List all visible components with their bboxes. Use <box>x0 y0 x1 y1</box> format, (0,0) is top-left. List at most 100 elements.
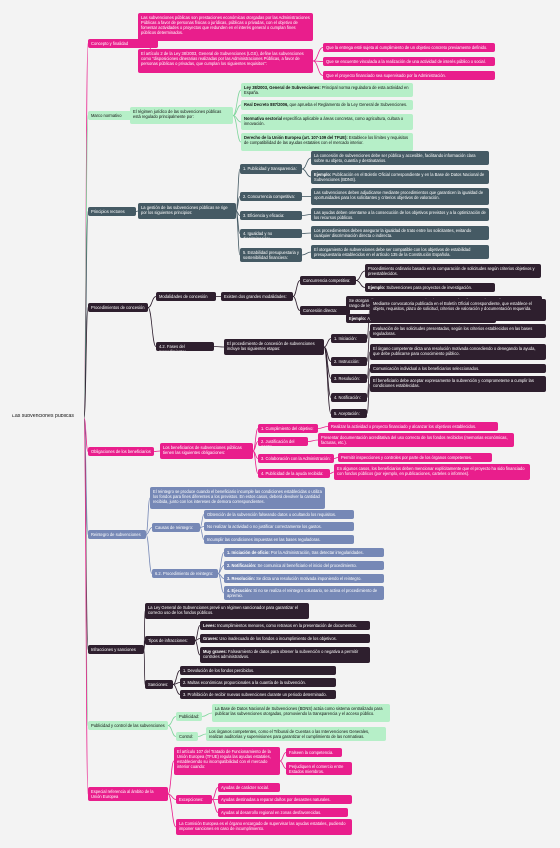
causas-reintegro[interactable]: Causas de reintegro: <box>152 523 200 532</box>
connector <box>366 351 371 379</box>
branch-procedimientos[interactable]: Procedimientos de concesión <box>88 303 148 312</box>
fase-1[interactable]: 1. Iniciación: <box>331 334 367 343</box>
reintegro-paso-2[interactable]: 2. Notificación: Se comunica al benefici… <box>224 561 384 570</box>
fase-2-detalle[interactable]: Evaluación de las solicitudes presentada… <box>370 324 546 338</box>
procedimiento-reintegro[interactable]: 6.2. Procedimiento de reintegro: <box>152 569 218 578</box>
marco-descripcion[interactable]: El régimen jurídico de las subvenciones … <box>130 107 233 124</box>
concurrencia-ejemplo[interactable]: Ejemplo: Subvenciones para proyectos de … <box>365 283 495 292</box>
connector <box>143 649 146 685</box>
obligacion-2-detalle[interactable]: Presentar documentación acreditativa del… <box>318 433 514 447</box>
connector <box>213 346 225 348</box>
fase-5-detalle[interactable]: El beneficiario debe aceptar expresament… <box>370 376 546 392</box>
fases-descripcion[interactable]: El procedimiento de concesión de subvenc… <box>224 339 324 355</box>
principio-1[interactable]: 1. Publicidad y transparencia: <box>240 164 302 174</box>
requisito-1[interactable]: Que la entrega esté sujeta al cumplimien… <box>323 43 495 52</box>
reintegro-paso-1[interactable]: 1. Iniciación de oficio: Por la Administ… <box>224 548 384 557</box>
connector <box>217 573 225 594</box>
principio-2-detalle-1[interactable]: Las subvenciones deben adjudicarse media… <box>311 188 489 205</box>
causa-1[interactable]: Obtención de la subvención falseando dat… <box>204 510 354 519</box>
concepto-articulo[interactable]: El artículo 2 de la Ley 38/2003, General… <box>138 49 313 73</box>
sancion-1[interactable]: 1. Devolución de los fondos percibidos. <box>180 666 336 675</box>
branch-publicidad-control[interactable]: Publicidad y control de las subvenciones <box>88 721 168 730</box>
publicidad[interactable]: Publicidad: <box>176 712 202 721</box>
fase-3[interactable]: 3. Resolución: <box>331 374 367 383</box>
principio-1-detalle-2[interactable]: Ejemplo: Publicación en el Boletín Ofici… <box>311 170 489 184</box>
modalidades-concesion[interactable]: Modalidades de concesión <box>156 292 216 301</box>
principio-5-detalle-1[interactable]: El otorgamiento de subvenciones debe ser… <box>311 245 489 259</box>
infraccion-3[interactable]: Muy graves: Falseamiento de datos para o… <box>200 647 370 663</box>
fase-2[interactable]: 2. Instrucción: <box>331 357 367 366</box>
sancion-3[interactable]: 3. Prohibición de recibir nuevas subvenc… <box>180 690 336 699</box>
fase-3-detalle[interactable]: El órgano competente dicta una resolució… <box>370 344 546 360</box>
connector <box>323 346 332 414</box>
branch-infracciones[interactable]: Infracciones y sanciones <box>88 645 144 654</box>
ue-condicion-2[interactable]: Perjudiquen el comercio entre Estados mi… <box>286 762 352 775</box>
fase-5[interactable]: 5. Aceptación: <box>331 409 367 418</box>
ue-excepciones[interactable]: Excepciones: <box>176 795 212 804</box>
reintegro-paso-3[interactable]: 3. Resolución: Se dicta una resolución m… <box>224 574 384 583</box>
infracciones-descripcion[interactable]: La Ley General de Subvenciones prevé un … <box>145 603 309 619</box>
fase-1-detalle[interactable]: Mediante convocatoria publicada en el Bo… <box>370 299 546 321</box>
causa-2[interactable]: No realizar la actividad o no justificar… <box>204 522 354 531</box>
root-title[interactable]: Las subvenciones públicas <box>12 414 75 419</box>
excepcion-3[interactable]: Ayudas al desarrollo regional en zonas d… <box>218 808 348 817</box>
requisito-2[interactable]: Que se encuentre vinculada a la realizac… <box>323 57 495 66</box>
branch-union-europea[interactable]: Especial referencia al ámbito de la Unió… <box>88 787 168 801</box>
connector <box>147 296 157 308</box>
sanciones[interactable]: Sanciones: <box>145 680 173 689</box>
norma-4[interactable]: Derecho de la Unión Europea (art. 107-10… <box>241 133 413 151</box>
fase-4-detalle[interactable]: Comunicación individual a los beneficiar… <box>370 364 546 373</box>
principio-3[interactable]: 3. Eficiencia y eficacia: <box>240 211 302 220</box>
concurrencia-detalle-1[interactable]: Procedimiento ordinario basado en la com… <box>365 264 541 278</box>
causa-3[interactable]: Incumplir las condiciones impuestas en l… <box>204 535 354 544</box>
modalidades-descripcion[interactable]: Existen dos grandes modalidades: <box>221 292 293 301</box>
norma-2[interactable]: Real Decreto 887/2006, que aprueba el Re… <box>241 100 413 110</box>
branch-marco[interactable]: Marco normativo <box>88 111 146 120</box>
branch-principios[interactable]: Principios rectores <box>88 207 136 216</box>
branch-reintegro[interactable]: Reintegro de subvenciones <box>88 530 146 539</box>
concesion-directa[interactable]: Concesión directa: <box>300 306 350 315</box>
connector <box>83 417 89 535</box>
control-detalle[interactable]: Los órganos competentes, como el Tribuna… <box>206 727 386 741</box>
excepcion-2[interactable]: Ayudas destinadas a reparar daños por de… <box>218 795 352 804</box>
excepcion-1[interactable]: Ayudas de carácter social. <box>218 783 280 792</box>
obligacion-1[interactable]: 1. Cumplimiento del objetivo: <box>258 424 318 433</box>
requisito-3[interactable]: Que el proyecto financiado sea supervisa… <box>323 71 495 80</box>
principio-4[interactable]: 4. Igualdad y no discriminación: <box>240 229 302 238</box>
concepto-definicion[interactable]: Las subvenciones públicas son prestacion… <box>138 13 313 41</box>
principio-2[interactable]: 2. Concurrencia competitiva: <box>240 192 302 201</box>
publicidad-detalle[interactable]: La Base de Datos Nacional de Subvencione… <box>212 704 390 722</box>
sancion-2[interactable]: 2. Multas económicas proporcionales a la… <box>180 678 336 687</box>
branch-concepto[interactable]: Concepto y finalidad <box>88 39 158 48</box>
branch-obligaciones[interactable]: Obligaciones de los beneficiarios <box>88 447 154 456</box>
fase-4[interactable]: 4. Notificación: <box>331 393 367 402</box>
principio-5[interactable]: 5. Estabilidad presupuestaria y sostenib… <box>240 248 302 262</box>
connector <box>145 534 153 574</box>
connector <box>167 793 177 828</box>
obligacion-3[interactable]: 3. Colaboración con la Administración: <box>258 454 334 463</box>
control[interactable]: Control: <box>176 732 198 741</box>
obligacion-4-detalle[interactable]: En algunos casos, los beneficiarios debe… <box>334 464 530 480</box>
fases-procedimiento[interactable]: 4.2. Fases del procedimiento: <box>156 342 214 351</box>
tipos-infracciones[interactable]: Tipos de infracciones: <box>145 636 195 645</box>
principio-4-detalle-1[interactable]: Los procedimientos deben asegurar la igu… <box>311 226 489 240</box>
connector <box>366 368 371 398</box>
principios-descripcion[interactable]: La gestión de las subvenciones públicas … <box>138 203 236 219</box>
obligaciones-descripcion[interactable]: Los beneficiarios de subvenciones públic… <box>160 443 253 459</box>
concurrencia-competitiva[interactable]: Concurrencia competitiva: <box>300 276 356 285</box>
infraccion-2[interactable]: Graves: Uso inadecuado de los fondos o i… <box>200 634 370 643</box>
obligacion-3-detalle[interactable]: Permitir inspecciones y controles por pa… <box>338 453 492 462</box>
norma-3[interactable]: Normativa sectorial específica aplicable… <box>241 114 413 130</box>
reintegro-paso-4[interactable]: 4. Ejecución: Si no se realiza el reinte… <box>224 586 384 600</box>
infraccion-1[interactable]: Leves: Incumplimientos menores, como ret… <box>200 621 370 630</box>
obligacion-2[interactable]: 2. Justificación del gasto: <box>258 437 308 446</box>
ue-condicion-1[interactable]: Falseen la competencia. <box>286 748 342 757</box>
principio-1-detalle-1[interactable]: La concesión de subvenciones debe ser pú… <box>311 151 489 165</box>
principio-3-detalle-1[interactable]: Las ayudas deben orientarse a la consecu… <box>311 208 489 221</box>
reintegro-descripcion[interactable]: El reintegro se produce cuando el benefi… <box>150 487 325 509</box>
norma-1[interactable]: Ley 38/2003, General de Subvenciones: Pr… <box>241 83 413 97</box>
ue-comision-europea[interactable]: La Comisión Europea es el órgano encarga… <box>176 819 352 835</box>
obligacion-1-detalle[interactable]: Realizar la actividad o proyecto financi… <box>328 422 498 431</box>
obligacion-4[interactable]: 4. Publicidad de la ayuda recibida: <box>258 469 330 478</box>
ue-articulo107[interactable]: El artículo 107 del Tratado de Funcionam… <box>174 747 280 775</box>
